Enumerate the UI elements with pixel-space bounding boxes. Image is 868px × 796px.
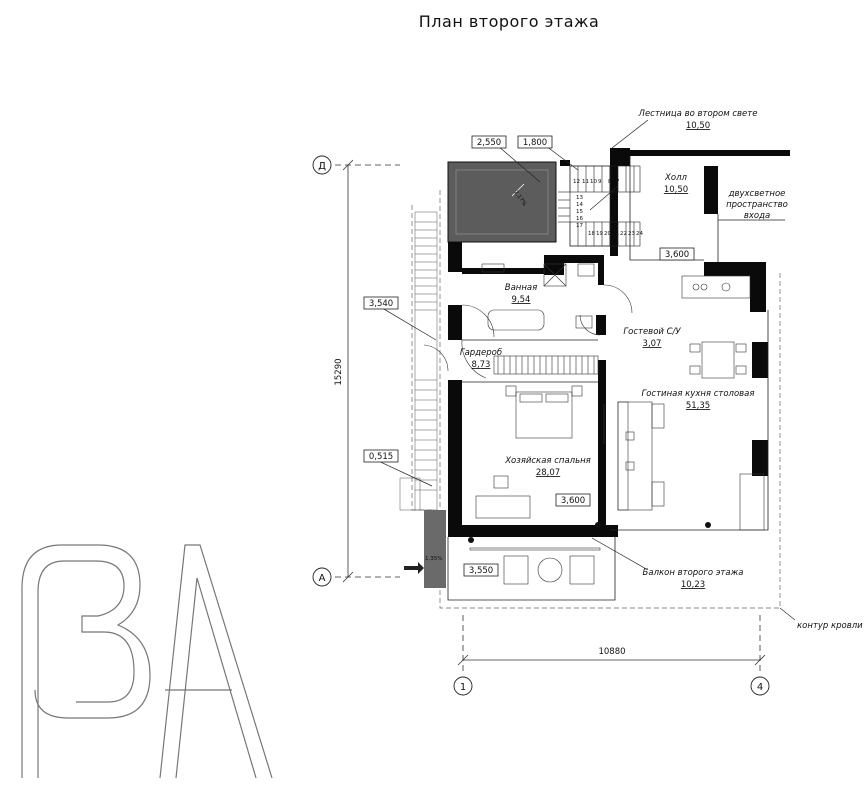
- svg-text:22: 22: [620, 231, 627, 237]
- svg-text:Лестница во втором свете: Лестница во втором свете: [638, 109, 758, 119]
- svg-text:2,550: 2,550: [477, 138, 501, 148]
- dimension-horizontal: 10880: [598, 647, 625, 657]
- axis-bubble-1: 1: [453, 676, 473, 696]
- room-label-wardrobe: Гардероб 8,73: [460, 348, 502, 370]
- svg-text:Холл: Холл: [664, 173, 687, 183]
- svg-text:14: 14: [576, 202, 583, 208]
- stair-step-numbers: 12 11 10 9 8 7 13 14 15 16 17 18 19 20 2…: [573, 179, 643, 237]
- svg-text:8,73: 8,73: [472, 360, 491, 370]
- svg-text:7: 7: [616, 179, 620, 185]
- column-dot: [595, 522, 601, 528]
- svg-text:пространство: пространство: [726, 200, 788, 210]
- svg-text:3,550: 3,550: [469, 566, 493, 576]
- svg-text:3,07: 3,07: [643, 339, 662, 349]
- svg-text:входа: входа: [744, 211, 770, 221]
- room-label-balcony: Балкон второго этажа 10,23: [643, 568, 744, 590]
- room-label-hall: Холл 10,50: [664, 173, 688, 195]
- room-label-master-bedroom: Хозяйская спальня 28,07: [504, 456, 591, 478]
- svg-text:10: 10: [590, 179, 597, 185]
- grid-axes: [335, 159, 766, 675]
- svg-text:15: 15: [576, 209, 583, 215]
- roof-outline-label: контур кровли: [797, 621, 863, 631]
- interior-lines: [447, 156, 785, 601]
- svg-text:13: 13: [576, 195, 583, 201]
- room-label-double-height: двухсветное пространство входа: [726, 189, 788, 221]
- room-label-living: Гостиная кухня столовая 51,35: [641, 389, 754, 411]
- dim-box-1800: 1,800: [517, 135, 553, 149]
- svg-text:3,540: 3,540: [369, 299, 393, 309]
- page-title: План второго этажа: [418, 12, 600, 31]
- ba-logo-watermark: [21, 544, 273, 779]
- axis-label-a: А: [319, 573, 326, 584]
- side-roof-block: [424, 510, 446, 588]
- axis-bubble-d: Д: [312, 155, 332, 175]
- svg-text:0,515: 0,515: [369, 452, 393, 462]
- svg-text:11: 11: [582, 179, 589, 185]
- svg-text:9: 9: [598, 179, 602, 185]
- svg-text:28,07: 28,07: [536, 468, 560, 478]
- dim-box-3540: 3,540: [363, 296, 399, 310]
- svg-text:Балкон второго этажа: Балкон второго этажа: [643, 568, 744, 578]
- svg-text:20: 20: [604, 231, 611, 237]
- svg-text:двухсветное: двухсветное: [728, 189, 786, 199]
- dimension-vertical: 15290: [334, 358, 344, 385]
- side-slope-label: 1,35%: [425, 556, 442, 562]
- doors: [423, 284, 633, 379]
- room-label-bathroom: Ванная 9,54: [505, 283, 537, 305]
- svg-text:Гардероб: Гардероб: [460, 348, 502, 358]
- room-label-guest-wc: Гостевой С/У 3,07: [623, 327, 681, 349]
- roof-block: 2,17%: [447, 161, 557, 243]
- svg-text:1,800: 1,800: [523, 138, 547, 148]
- svg-text:19: 19: [596, 231, 603, 237]
- column-dot: [705, 522, 711, 528]
- svg-text:21: 21: [612, 231, 619, 237]
- svg-text:3,600: 3,600: [561, 496, 585, 506]
- svg-text:10,50: 10,50: [686, 121, 710, 131]
- axis-bubble-a: А: [312, 567, 332, 587]
- svg-text:17: 17: [576, 223, 583, 229]
- svg-text:24: 24: [636, 231, 643, 237]
- svg-text:Ванная: Ванная: [505, 283, 537, 293]
- svg-text:9,54: 9,54: [512, 295, 531, 305]
- dim-box-3600-hall: 3,600: [659, 247, 695, 261]
- svg-text:Гостевой С/У: Гостевой С/У: [623, 327, 681, 337]
- dim-box-0515: 0,515: [363, 449, 399, 463]
- svg-text:16: 16: [576, 216, 583, 222]
- axis-label-1: 1: [460, 682, 466, 693]
- furniture: [469, 263, 765, 585]
- exterior-stair: [399, 211, 438, 511]
- svg-text:23: 23: [628, 231, 635, 237]
- roof-outline: [411, 190, 781, 609]
- column-dot: [468, 537, 474, 543]
- svg-text:51,35: 51,35: [686, 401, 710, 411]
- svg-text:Гостиная кухня столовая: Гостиная кухня столовая: [641, 389, 754, 399]
- axis-label-d: Д: [318, 161, 326, 172]
- slope-arrow-icon: [404, 562, 424, 574]
- svg-text:18: 18: [588, 231, 595, 237]
- dim-box-2550: 2,550: [471, 135, 507, 149]
- svg-text:10,50: 10,50: [664, 185, 688, 195]
- axis-label-4: 4: [757, 682, 763, 693]
- walls: [448, 148, 790, 537]
- svg-text:8: 8: [608, 179, 612, 185]
- dim-box-3550: 3,550: [463, 563, 499, 577]
- room-label-stair: Лестница во втором свете 10,50: [638, 109, 758, 131]
- dim-box-3600-bed: 3,600: [555, 493, 591, 507]
- svg-text:12: 12: [573, 179, 580, 185]
- svg-text:Хозяйская спальня: Хозяйская спальня: [504, 456, 591, 466]
- svg-text:10,23: 10,23: [681, 580, 705, 590]
- axis-bubble-4: 4: [750, 676, 770, 696]
- svg-text:3,600: 3,600: [665, 250, 689, 260]
- main-stair: [558, 165, 641, 247]
